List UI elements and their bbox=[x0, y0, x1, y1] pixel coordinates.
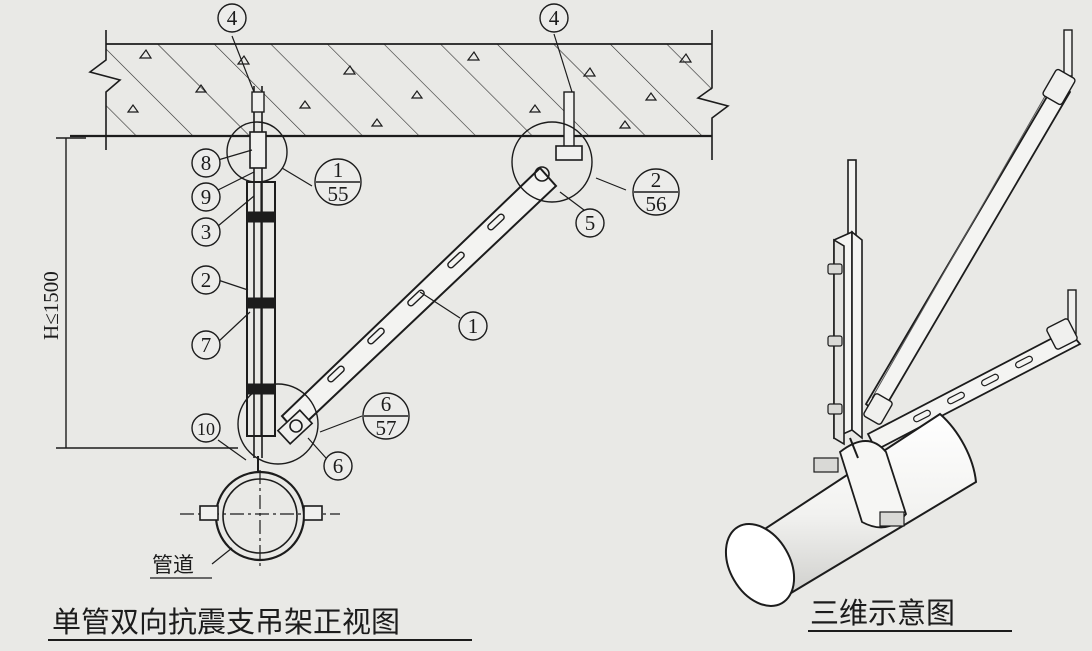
iso-view-title: 三维示意图 bbox=[810, 596, 955, 630]
diagonal-brace bbox=[276, 91, 583, 445]
detail-2-page: 56 bbox=[646, 192, 667, 216]
concrete-slab bbox=[70, 30, 730, 160]
label-4-left: 4 bbox=[227, 6, 238, 30]
label-2: 2 bbox=[201, 268, 212, 292]
detail-3-page: 57 bbox=[376, 416, 397, 440]
detail-1-page: 55 bbox=[328, 182, 349, 206]
label-5: 5 bbox=[585, 211, 596, 235]
height-dimension: H≤1500 bbox=[39, 137, 238, 449]
detail-circles bbox=[226, 121, 593, 465]
label-4-right: 4 bbox=[549, 6, 560, 30]
detail-1-number: 1 bbox=[333, 158, 344, 182]
leader-lines bbox=[211, 33, 627, 565]
detail-3-number: 6 bbox=[381, 392, 392, 416]
label-6: 6 bbox=[333, 454, 344, 478]
label-1: 1 bbox=[468, 314, 479, 338]
height-label: H≤1500 bbox=[39, 271, 63, 340]
pipe-label: 管道 bbox=[152, 553, 194, 577]
isometric-view bbox=[724, 29, 1082, 607]
label-8: 8 bbox=[201, 151, 212, 175]
label-10: 10 bbox=[197, 419, 215, 439]
detail-2-number: 2 bbox=[651, 168, 662, 192]
label-7: 7 bbox=[201, 333, 212, 357]
label-9: 9 bbox=[201, 185, 212, 209]
front-view-title: 单管双向抗震支吊架正视图 bbox=[52, 605, 400, 639]
pipe-clamp bbox=[180, 456, 340, 566]
vertical-hanger bbox=[246, 86, 276, 458]
label-3: 3 bbox=[201, 220, 212, 244]
